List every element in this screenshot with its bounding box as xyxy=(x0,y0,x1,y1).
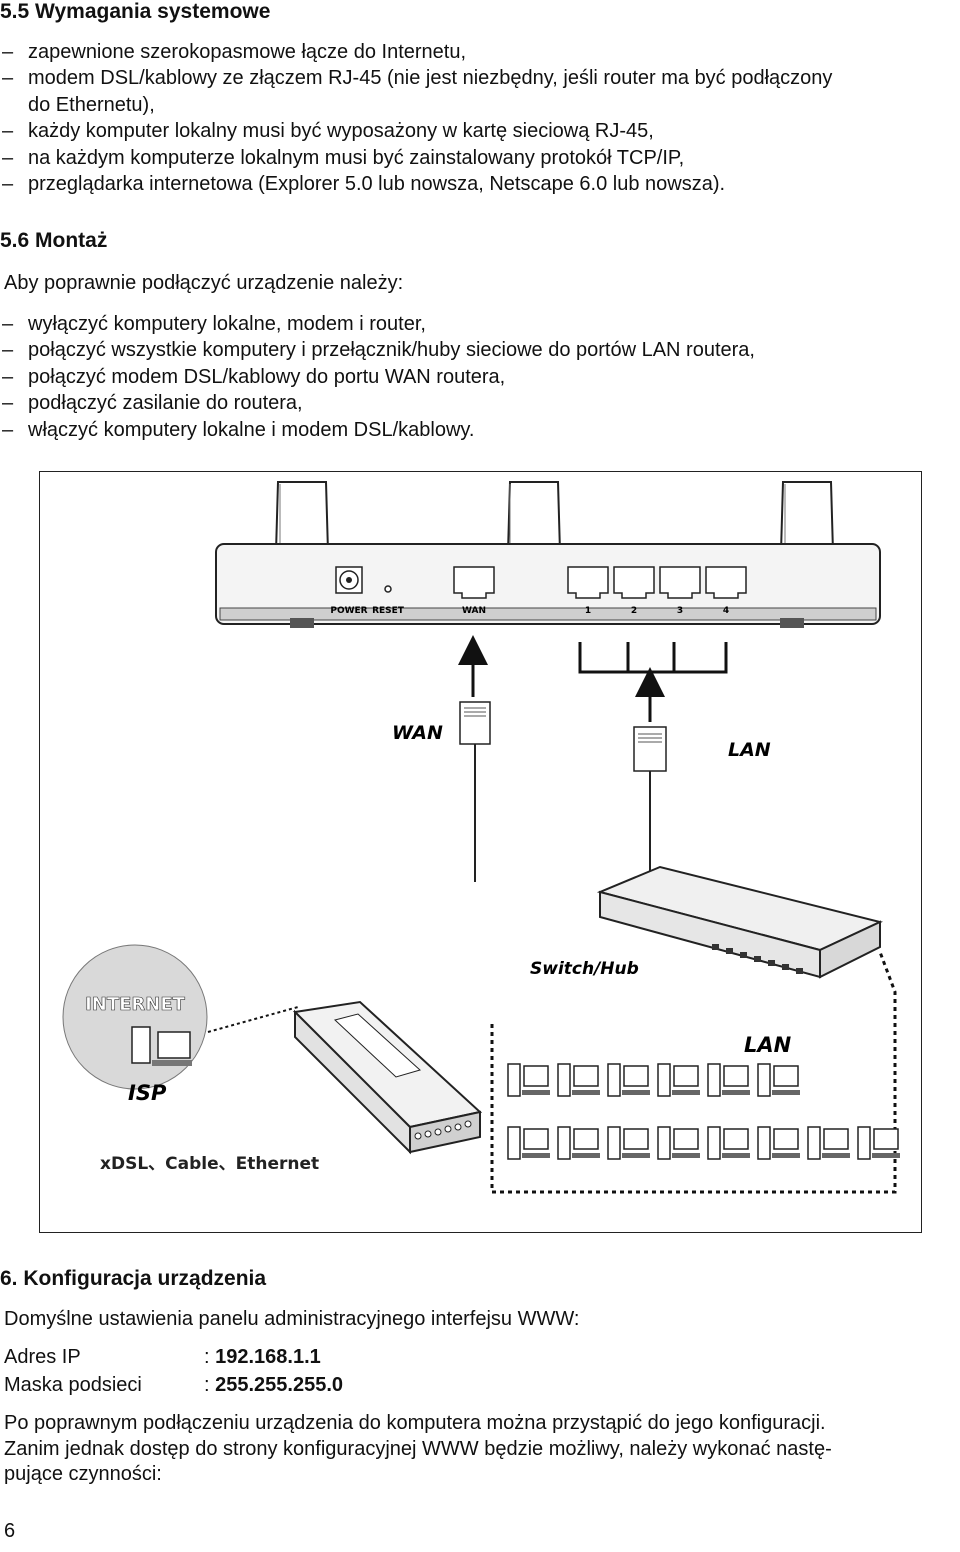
workstation-icon xyxy=(507,1063,550,1097)
setting-row-ip: Adres IP: 192.168.1.1 xyxy=(4,1343,343,1371)
router-ports xyxy=(453,566,747,599)
isp-dotted-link xyxy=(207,1006,299,1033)
dash-bullet: – xyxy=(2,418,14,441)
outro-line: pujące czynności: xyxy=(4,1463,162,1485)
workstation-icon xyxy=(807,1126,850,1160)
heading-configuration: 6. Konfiguracja urządzenia xyxy=(0,1267,267,1290)
internet-globe: INTERNET xyxy=(62,944,208,1090)
network-diagram: POWER RESET WAN 1 2 3 4 WAN xyxy=(39,471,922,1233)
list-item: –przeglądarka internetowa (Explorer 5.0 … xyxy=(0,171,832,197)
switch-hub xyxy=(596,865,883,979)
wan-port xyxy=(453,566,495,599)
setting-key: Adres IP xyxy=(4,1346,81,1368)
antenna-left xyxy=(274,481,330,553)
port-label-reset: RESET xyxy=(372,606,405,616)
workstation-icon xyxy=(857,1126,900,1160)
requirements-list: –zapewnione szerokopasmowe łącze do Inte… xyxy=(0,39,832,197)
port-label-3: 3 xyxy=(677,606,683,616)
setting-value: 192.168.1.1 xyxy=(215,1346,321,1368)
lan-bracket xyxy=(578,642,728,674)
dash-bullet: – xyxy=(2,67,14,90)
list-item: –wyłączyć komputery lokalne, modem i rou… xyxy=(0,311,755,337)
setting-key: Maska podsieci xyxy=(4,1374,142,1396)
dash-bullet: – xyxy=(2,365,14,388)
dash-bullet: – xyxy=(2,392,14,415)
port-label-2: 2 xyxy=(631,606,637,616)
outro-line: Po poprawnym podłączeniu urządzenia do k… xyxy=(4,1412,826,1434)
dash-bullet: – xyxy=(2,313,14,335)
setting-row-netmask: Maska podsieci: 255.255.255.0 xyxy=(4,1371,343,1399)
list-item-continuation: do Ethernetu), xyxy=(28,93,155,116)
dash-bullet: – xyxy=(2,120,14,143)
power-jack xyxy=(335,566,363,594)
antenna-middle xyxy=(506,481,562,553)
list-item: –na każdym komputerze lokalnym musi być … xyxy=(0,145,832,171)
router-back-panel xyxy=(215,543,881,628)
lan-label-top: LAN xyxy=(728,739,771,761)
workstation-icon xyxy=(607,1126,650,1160)
workstation-icon xyxy=(607,1063,650,1097)
workstation-icon xyxy=(557,1126,600,1160)
port-label-1: 1 xyxy=(585,606,591,616)
workstation-icon xyxy=(557,1063,600,1097)
configuration-intro: Domyślne ustawienia panelu administracyj… xyxy=(4,1308,580,1330)
lan-label-bottom: LAN xyxy=(744,1033,792,1057)
dash-bullet: – xyxy=(2,146,14,169)
outro-line: Zanim jednak dostęp do strony konfigurac… xyxy=(4,1437,832,1460)
internet-label: INTERNET xyxy=(85,994,186,1015)
list-item: –połączyć wszystkie komputery i przełącz… xyxy=(0,337,755,363)
isp-server-icon xyxy=(131,1026,151,1064)
port-label-4: 4 xyxy=(723,606,729,616)
network-diagram-svg: POWER RESET WAN 1 2 3 4 WAN xyxy=(62,481,900,1194)
port-label-wan: WAN xyxy=(462,606,486,616)
default-settings-table: Adres IP: 192.168.1.1 Maska podsieci: 25… xyxy=(4,1343,343,1399)
list-item: –modem DSL/kablowy ze złączem RJ-45 (nie… xyxy=(0,65,832,91)
list-item: –podłączyć zasilanie do routera, xyxy=(0,390,755,416)
installation-steps-list: –wyłączyć komputery lokalne, modem i rou… xyxy=(0,311,755,443)
heading-system-requirements: 5.5 Wymagania systemowe xyxy=(0,0,271,23)
heading-installation: 5.6 Montaż xyxy=(0,229,108,252)
dash-bullet: – xyxy=(2,339,14,362)
lan-port-3 xyxy=(659,566,701,599)
list-item: –każdy komputer lokalny musi być wyposaż… xyxy=(0,118,832,144)
antenna-right xyxy=(779,481,835,553)
lan-connector xyxy=(633,726,667,882)
workstation-icon xyxy=(507,1126,550,1160)
lan-port-1 xyxy=(567,566,609,599)
reset-button xyxy=(384,585,392,593)
configuration-outro: Po poprawnym podłączeniu urządzenia do k… xyxy=(4,1411,832,1488)
router-antennas xyxy=(274,481,835,553)
lan-computers xyxy=(507,1063,900,1160)
isp-label: ISP xyxy=(128,1081,167,1105)
workstation-icon xyxy=(757,1126,800,1160)
wan-connector xyxy=(459,701,491,882)
modem xyxy=(292,1000,483,1155)
workstation-icon xyxy=(657,1063,700,1097)
lan-dotted-link xyxy=(490,951,897,1194)
setting-value: 255.255.255.0 xyxy=(215,1374,344,1396)
lan-port-4 xyxy=(705,566,747,599)
workstation-icon xyxy=(707,1063,750,1097)
list-item: –włączyć komputery lokalne i modem DSL/k… xyxy=(0,417,755,443)
installation-intro: Aby poprawnie podłączyć urządzenie należ… xyxy=(4,272,404,294)
workstation-icon xyxy=(757,1063,800,1097)
dash-bullet: – xyxy=(2,173,14,196)
dash-bullet: – xyxy=(2,41,14,63)
wan-label: WAN xyxy=(392,722,443,744)
lan-port-2 xyxy=(613,566,655,599)
list-item: –połączyć modem DSL/kablowy do portu WAN… xyxy=(0,364,755,390)
switch-hub-label: Switch/Hub xyxy=(530,959,639,979)
port-label-power: POWER xyxy=(330,606,367,616)
page-number: 6 xyxy=(4,1520,16,1542)
list-item: –zapewnione szerokopasmowe łącze do Inte… xyxy=(0,39,832,65)
workstation-icon xyxy=(657,1126,700,1160)
isp-monitor-icon xyxy=(157,1031,191,1059)
workstation-icon xyxy=(707,1126,750,1160)
modem-label: xDSL、Cable、Ethernet xyxy=(100,1154,319,1174)
